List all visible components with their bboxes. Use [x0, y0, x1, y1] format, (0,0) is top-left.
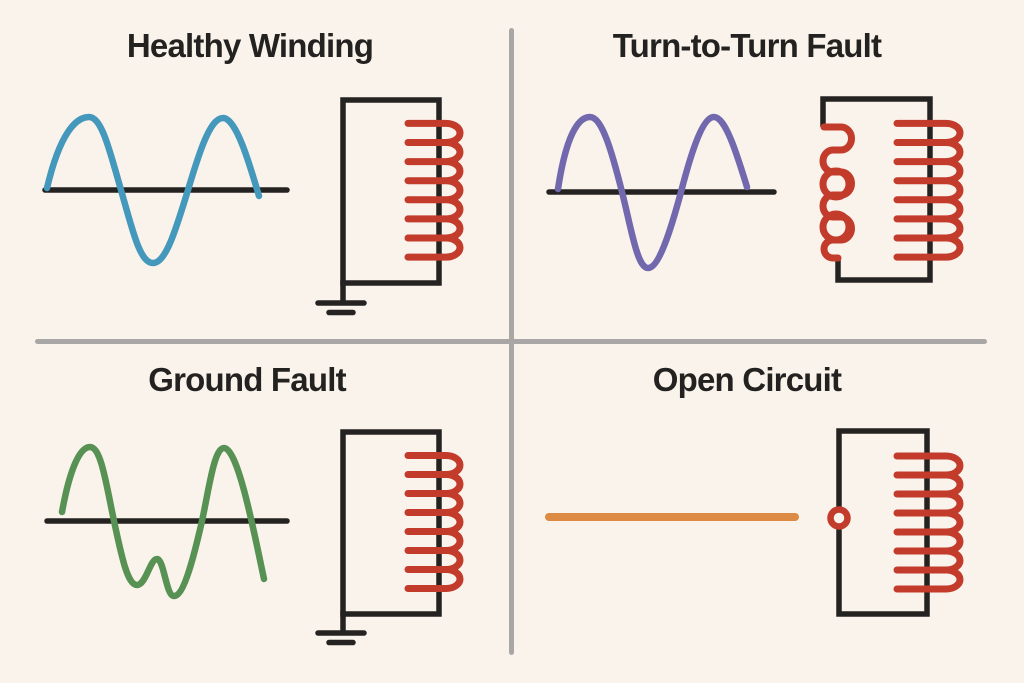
quadrant-title-ground-fault: Ground Fault: [148, 361, 346, 398]
open-break-point-icon: [827, 506, 851, 530]
ground-fault-quadrant: [44, 429, 464, 646]
winding-coil-icon: [404, 452, 464, 592]
winding-circuit-loop: [820, 96, 933, 283]
quadrant-title-open-circuit: Open Circuit: [652, 361, 842, 398]
winding-coil-icon: [893, 452, 964, 593]
ground-symbol-icon: [315, 278, 367, 316]
winding-circuit-loop: [340, 429, 442, 617]
ground-symbol-icon: [315, 609, 367, 646]
clean-sine-wave-icon: [554, 113, 751, 272]
winding-coil-icon: [404, 119, 464, 261]
winding-coil-icon: [893, 119, 964, 261]
winding-circuit-loop: [836, 428, 930, 617]
quadrant-title-turn-to-turn-fault: Turn-to-Turn Fault: [612, 27, 882, 64]
winding-circuit-loop: [340, 97, 442, 286]
clean-sine-wave-icon: [43, 113, 263, 267]
quadrant-title-healthy-winding: Healthy Winding: [126, 27, 374, 64]
turn-to-turn-fault-quadrant: [546, 96, 964, 283]
open-circuit-quadrant: [545, 428, 964, 617]
healthy-winding-quadrant: [42, 97, 464, 316]
horizontal-divider: [35, 339, 987, 344]
shorted-turn-knot-icon: [819, 167, 853, 201]
distorted-sine-wave-with-notch-icon: [58, 443, 268, 600]
shorted-turn-knot-icon: [819, 210, 853, 244]
